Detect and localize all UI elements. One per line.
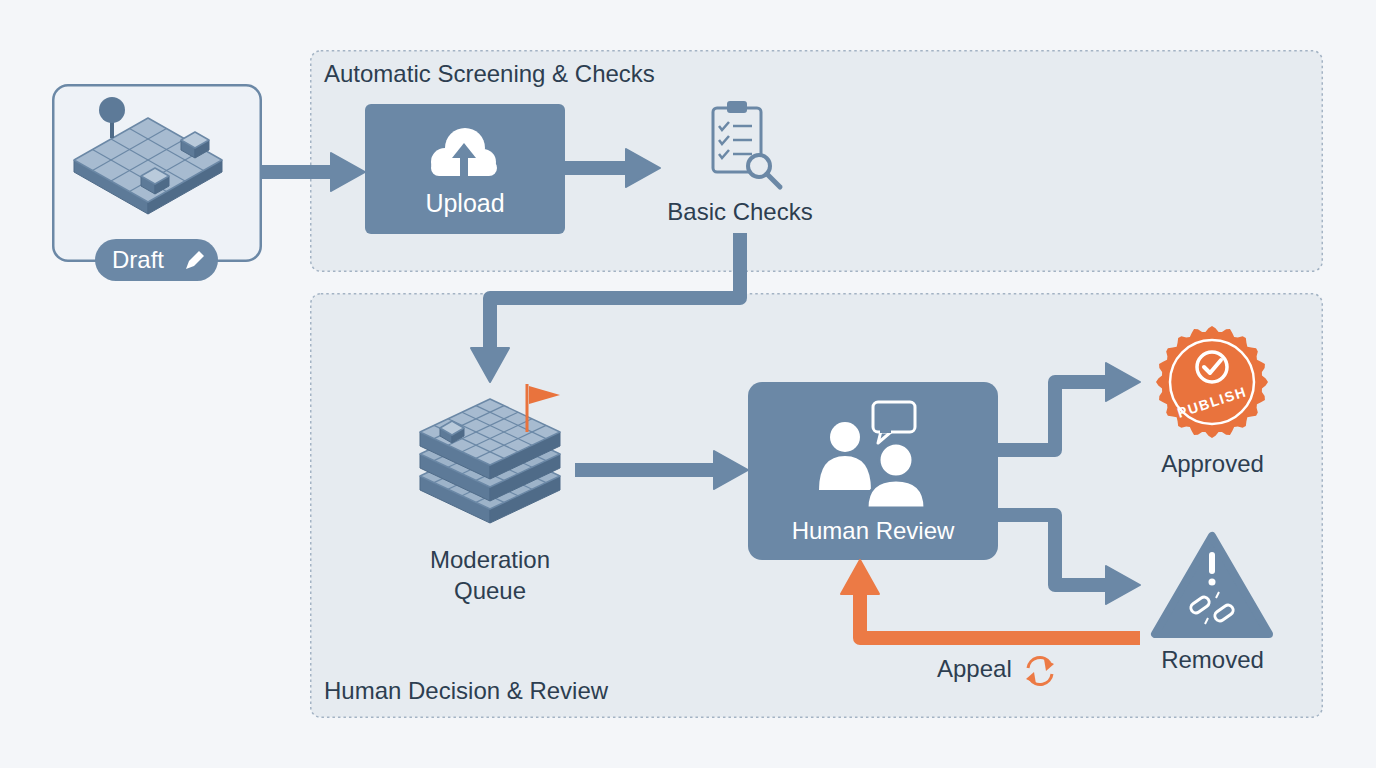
band-title: Human Decision & Review	[324, 676, 608, 706]
speech-bubble-gap	[880, 428, 891, 433]
chain-link-icon	[1189, 595, 1211, 615]
check-mark	[719, 150, 729, 158]
node-label: Removed	[1140, 645, 1285, 675]
tree-crown	[99, 97, 125, 123]
upload-arrow-icon	[460, 157, 468, 176]
exclamation-icon	[1209, 552, 1215, 574]
grid-line	[476, 406, 546, 439]
removed-warning: Removed	[1140, 528, 1285, 678]
node-label: Approved	[1140, 449, 1285, 479]
chain-link-icon	[1213, 603, 1235, 623]
block-top	[141, 168, 169, 184]
queue-stack: Moderation Queue	[405, 382, 575, 610]
node-graphic	[52, 84, 262, 262]
approved-badge: PUBLISHApproved	[1140, 322, 1285, 482]
magnifier-handle	[767, 174, 780, 187]
person-icon	[830, 422, 860, 452]
node-label: Upload	[365, 188, 565, 219]
block-top	[440, 421, 464, 435]
block-top	[181, 132, 209, 148]
process-box: Human Review	[748, 382, 998, 560]
band-title: Automatic Screening & Checks	[324, 59, 655, 89]
node-label: Moderation Queue	[415, 544, 565, 606]
node-label: Basic Checks	[650, 197, 830, 227]
badge-shape	[1156, 326, 1268, 438]
check-circle	[1197, 352, 1227, 382]
grid-line	[462, 419, 532, 452]
person-icon	[819, 456, 871, 490]
check-mark	[1204, 360, 1221, 373]
speech-bubble	[873, 402, 915, 432]
node-graphic	[52, 84, 262, 262]
check-mark	[719, 122, 729, 130]
exclamation-icon	[1209, 579, 1216, 586]
check-line	[733, 153, 752, 156]
process-box: Upload	[365, 104, 565, 234]
chain-break	[1205, 618, 1208, 624]
node-graphic	[405, 382, 575, 610]
person-icon	[867, 480, 925, 508]
person-icon	[879, 443, 913, 477]
flag-icon	[529, 386, 560, 404]
edge-label: Appeal	[937, 654, 1012, 684]
band-outline	[311, 51, 1323, 272]
stage-band: Human Decision & Review Moderation Queue H…	[310, 293, 1323, 718]
check-line	[733, 125, 752, 128]
draft-card: Draft	[52, 84, 262, 262]
pencil-icon	[186, 251, 204, 269]
stage-band: Automatic Screening & ChecksUpload Basic …	[310, 50, 1323, 272]
clipboard-clip	[727, 101, 747, 113]
grid-line	[462, 412, 532, 445]
band-outline	[311, 294, 1323, 718]
grid-line	[476, 425, 546, 458]
check-step: Basic Checks	[660, 98, 820, 233]
upload-arrow-icon	[452, 143, 476, 158]
grid-line	[448, 419, 518, 452]
queue-layer-top	[420, 399, 560, 465]
map-grid-top	[74, 118, 222, 202]
node-label: Human Review	[748, 516, 998, 546]
check-mark	[719, 136, 729, 144]
check-line	[733, 139, 752, 142]
flag-pole	[526, 384, 529, 432]
chain-break	[1216, 592, 1219, 598]
warning-triangle	[1155, 536, 1269, 634]
